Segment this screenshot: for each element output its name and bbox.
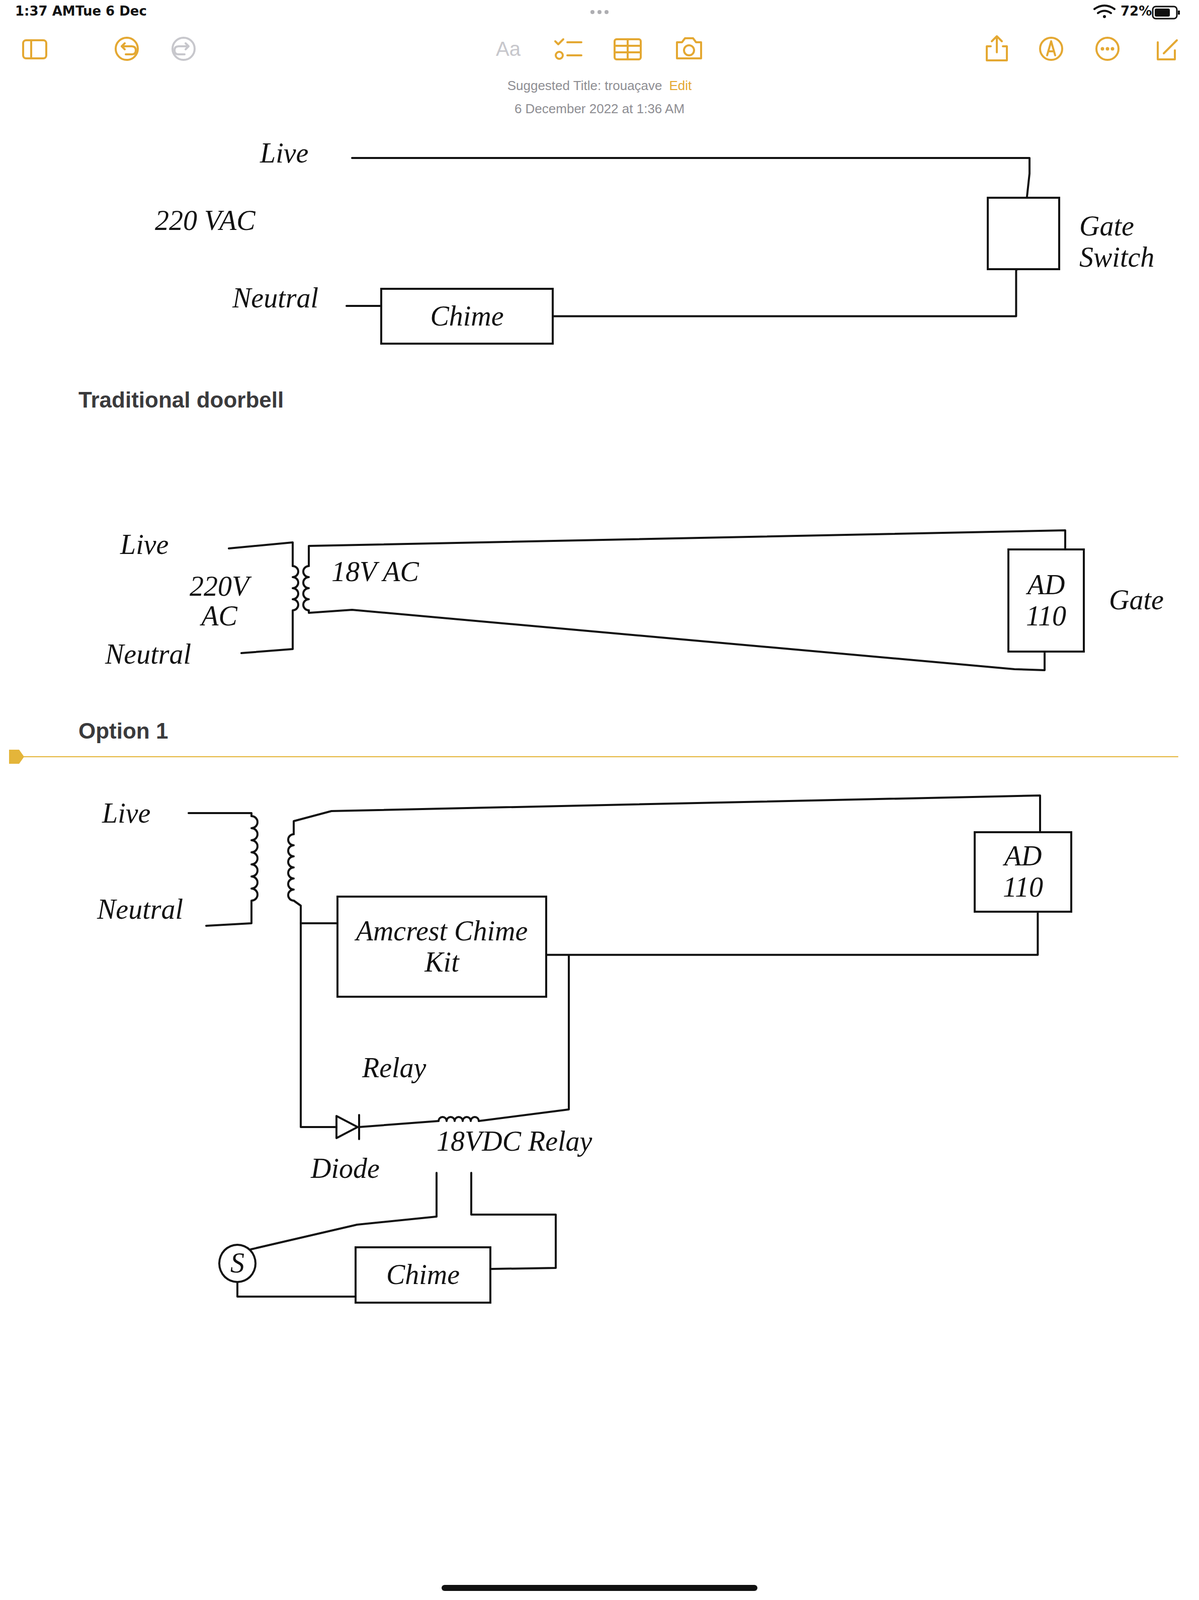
intercom-box: AD 110 [1007, 548, 1085, 653]
handwritten-label: Relay [362, 1051, 426, 1084]
dot [597, 10, 602, 15]
secondary-wire [293, 795, 1041, 834]
relay-coil [438, 1116, 479, 1121]
neutral-wire [346, 304, 381, 307]
sidebar-icon [30, 40, 33, 59]
handwritten-label: Diode [310, 1151, 380, 1184]
dot [1105, 47, 1110, 51]
battery-level [1154, 8, 1170, 17]
gate-switch-box: Gate Switch [986, 196, 1061, 271]
checklist-icon [555, 51, 563, 59]
node-text: Gate Switch [1079, 210, 1170, 273]
secondary-wire [308, 609, 1045, 670]
wiring [9, 5, 1180, 1591]
handwritten-label: 18VDC Relay [436, 1124, 592, 1157]
transformer-primary [206, 815, 258, 926]
checklist-icon [555, 39, 582, 56]
separator-marker [9, 749, 25, 764]
status-dots [590, 10, 609, 15]
battery-tip [1177, 10, 1180, 15]
secondary-wire [308, 530, 1066, 566]
home-indicator [441, 1584, 758, 1591]
camera-icon [683, 45, 695, 56]
intercom-box: AD 110 [973, 830, 1073, 913]
battery-icon [1152, 6, 1177, 19]
node-text: Chime [430, 300, 504, 332]
transformer-primary [241, 565, 299, 653]
ui-text: Suggested Title: trouaçave [507, 78, 663, 94]
wire-connector [553, 270, 1016, 317]
sidebar-icon [23, 40, 47, 59]
handwritten-label: Gate [1108, 583, 1164, 616]
secondary-wire [293, 900, 337, 1127]
chime-box: Chime [380, 287, 554, 345]
camera-icon [676, 38, 702, 59]
dot [590, 10, 595, 15]
undo-icon [115, 37, 138, 60]
handwritten-label: 220V AC [179, 571, 260, 631]
wire-connector [237, 1282, 355, 1297]
section-heading: Option 1 [78, 718, 168, 744]
ui-text: Edit [669, 78, 693, 94]
separator-line [14, 755, 1178, 757]
node-text: Amcrest Chime Kit [344, 915, 540, 978]
switch-circle: S [218, 1243, 257, 1283]
relay-wire [359, 1120, 439, 1127]
relay-contact [250, 1172, 437, 1249]
ui-text: Tue 6 Dec [75, 4, 147, 20]
handwritten-label: Live [120, 528, 169, 561]
node-text: AD 110 [981, 840, 1065, 903]
ui-text: 72% [1120, 4, 1152, 20]
handwritten-label: 18V AC [331, 555, 419, 588]
chime-box: Chime [354, 1245, 492, 1304]
toolbar [23, 36, 1177, 61]
dot [1110, 47, 1115, 51]
node-text: S [230, 1247, 245, 1279]
redo-icon [172, 37, 195, 60]
dot [604, 10, 609, 15]
live-wire [352, 157, 1030, 211]
more-icon [1100, 47, 1115, 51]
redo-icon [174, 43, 189, 55]
live-wire [228, 542, 293, 566]
more-icon [1096, 37, 1119, 60]
markup-icon [1047, 41, 1056, 56]
handwritten-label: Live [260, 136, 309, 169]
node-text: AD 110 [1015, 569, 1077, 632]
wire-connector [547, 912, 1038, 955]
handwritten-label: Live [102, 796, 151, 829]
redo-icon [172, 37, 195, 60]
undo-icon [121, 43, 136, 55]
node-text: Chime [386, 1258, 460, 1291]
handwritten-label: Neutral [105, 637, 192, 670]
section-heading: Traditional doorbell [78, 387, 284, 413]
transformer-secondary [288, 833, 294, 901]
ui-text: 1:37 AM [15, 4, 76, 20]
chime-kit-box: Amcrest Chime Kit [336, 895, 548, 998]
wifi-icon [1102, 15, 1106, 19]
table-icon [614, 39, 641, 60]
markup-icon [1040, 37, 1063, 60]
transformer-secondary [303, 565, 309, 611]
diode-symbol [336, 1115, 358, 1138]
ui-text: Aa [495, 37, 521, 61]
share-icon [986, 36, 1007, 61]
handwritten-label: 220 VAC [154, 204, 256, 237]
compose-icon [1157, 40, 1177, 60]
live-wire [188, 812, 252, 816]
chime-kit-wire [300, 921, 337, 924]
handwritten-label: Neutral [97, 892, 184, 925]
handwritten-label: Neutral [232, 281, 319, 314]
wifi-icon [1094, 5, 1115, 14]
table-icon [614, 39, 641, 60]
dot [1100, 47, 1105, 51]
ui-text: 6 December 2022 at 1:36 AM [514, 101, 685, 117]
